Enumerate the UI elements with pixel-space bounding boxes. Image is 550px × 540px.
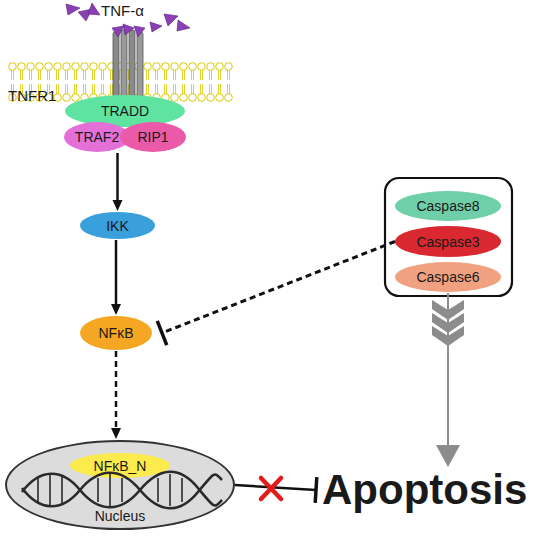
protein-ellipse: Caspase8 [395, 191, 501, 221]
protein-ellipse: NFκB [80, 316, 152, 350]
red-cross [261, 478, 281, 499]
protein-ellipse: Caspase3 [395, 226, 501, 257]
protein-ellipse: Caspase6 [395, 262, 501, 292]
arrow-connector [111, 351, 121, 439]
node-text: Caspase8 [416, 198, 479, 214]
text-label: TNF-α [101, 2, 144, 19]
text-label: TNFR1 [8, 87, 56, 104]
protein-ellipse: TRADD [65, 95, 185, 127]
node-text: TRADD [101, 103, 149, 119]
node-text: RIP1 [137, 129, 168, 145]
node-text: Nucleus [95, 508, 146, 524]
protein-ellipse: RIP1 [120, 122, 186, 152]
chevron-arrows [432, 300, 464, 346]
receptor-bars [113, 30, 143, 98]
node-text: Apoptosis [322, 466, 527, 514]
inhibition-connector [235, 477, 317, 503]
node-text: NFκB [99, 325, 134, 341]
outcome-node: Apoptosis [322, 468, 548, 512]
arrow-connector [111, 240, 121, 315]
arrow-connector [436, 293, 460, 467]
node-text: TRAF2 [75, 129, 119, 145]
protein-ellipse: IKK [80, 212, 155, 239]
caspase-group-box [385, 178, 512, 296]
node-text: NFκB_N [94, 458, 147, 474]
arrow-connector [113, 153, 123, 211]
inhibition-connector [157, 242, 395, 346]
nucleus-ellipse: Nucleus NFκB_N [5, 440, 235, 530]
node-text: Caspase6 [416, 269, 479, 285]
node-text: IKK [106, 218, 129, 234]
protein-ellipse: NFκB_N [70, 453, 170, 478]
node-text: Caspase3 [416, 234, 479, 250]
tnf-ligands [66, 3, 190, 37]
